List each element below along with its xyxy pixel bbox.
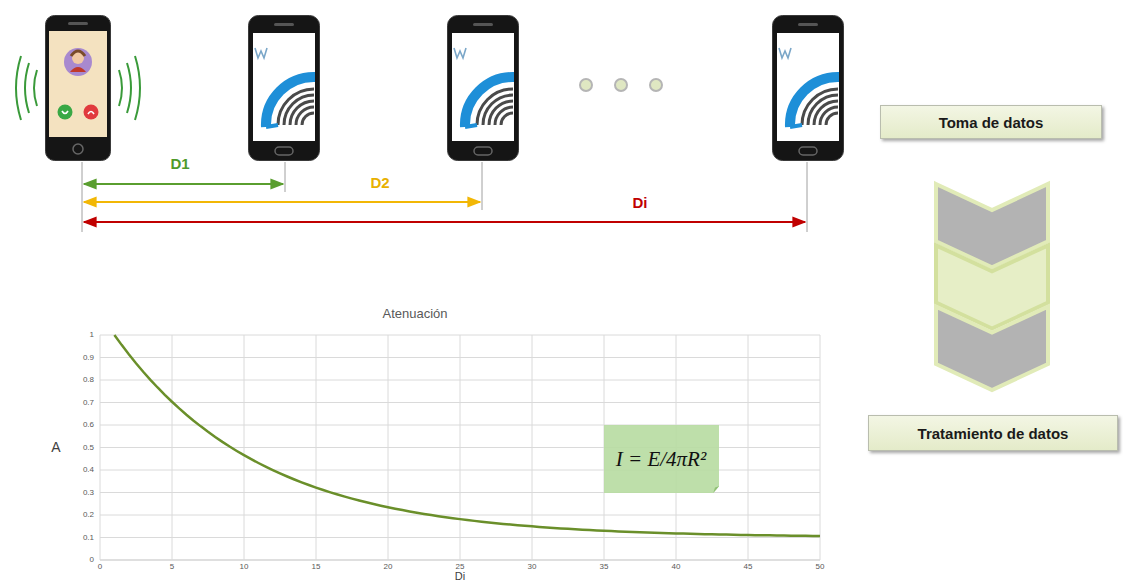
calling-phone: [46, 16, 111, 161]
grid-line: [460, 335, 461, 560]
node-text: Toma de datos: [939, 114, 1044, 131]
tick-label: 0.7: [83, 398, 94, 407]
dimension-line: [84, 201, 480, 203]
tick-label: 15: [312, 563, 321, 572]
sound-waves: [16, 56, 140, 120]
tick-label: 20: [384, 563, 393, 572]
tick-label: 0.2: [83, 511, 94, 520]
tick-label: 0.9: [83, 353, 94, 362]
chevron: [936, 307, 1048, 390]
dimension-line: [84, 221, 805, 223]
tick-label: 0.3: [83, 488, 94, 497]
grid-line: [748, 335, 749, 560]
process-box: Tratamiento de datos: [868, 415, 1118, 451]
grid-line: [100, 402, 820, 403]
tick-label: 30: [528, 563, 537, 572]
tick-label: 45: [744, 563, 753, 572]
tick-label: 0.1: [83, 533, 94, 542]
tick-label: 0.5: [83, 443, 94, 452]
dimension-label: D2: [370, 175, 389, 192]
dimension-line: [84, 183, 283, 185]
tick-label: 0: [98, 563, 102, 572]
axis-label: A: [51, 440, 60, 455]
tick-label: 25: [456, 563, 465, 572]
tick-label: 5: [170, 563, 174, 572]
receiver-phone: [773, 16, 844, 161]
formula-note: I = E/4πR²: [604, 425, 719, 493]
grid-line: [100, 357, 820, 358]
tick-label: 10: [240, 563, 249, 572]
tick-label: 0.8: [83, 376, 94, 385]
dimension-label: D1: [170, 156, 189, 173]
axis-label: Di: [455, 570, 465, 582]
attenuation-curve: [114, 335, 820, 536]
dimension-label: Di: [633, 195, 648, 212]
node-text: I = E/4πR²: [616, 447, 706, 472]
ellipsis-dots: [580, 79, 662, 91]
extension-lines: [82, 162, 807, 232]
tick-label: 35: [600, 563, 609, 572]
tick-label: 50: [816, 563, 825, 572]
process-arrow: [936, 184, 1048, 390]
tick-label: 0: [90, 556, 94, 565]
node-text: Tratamiento de datos: [918, 425, 1069, 442]
tick-label: 0.4: [83, 466, 94, 475]
process-box: Toma de datos: [880, 105, 1102, 139]
receiver-phone: [448, 16, 519, 161]
tick-label: 0.6: [83, 421, 94, 430]
grid-line: [100, 335, 820, 336]
tick-label: 40: [672, 563, 681, 572]
tick-label: 1: [90, 331, 94, 340]
grid-line: [820, 335, 821, 560]
chart-title: Atenuación: [382, 307, 447, 321]
receiver-phone: [249, 16, 320, 161]
chart-grid: [100, 335, 820, 560]
grid-line: [100, 380, 820, 381]
